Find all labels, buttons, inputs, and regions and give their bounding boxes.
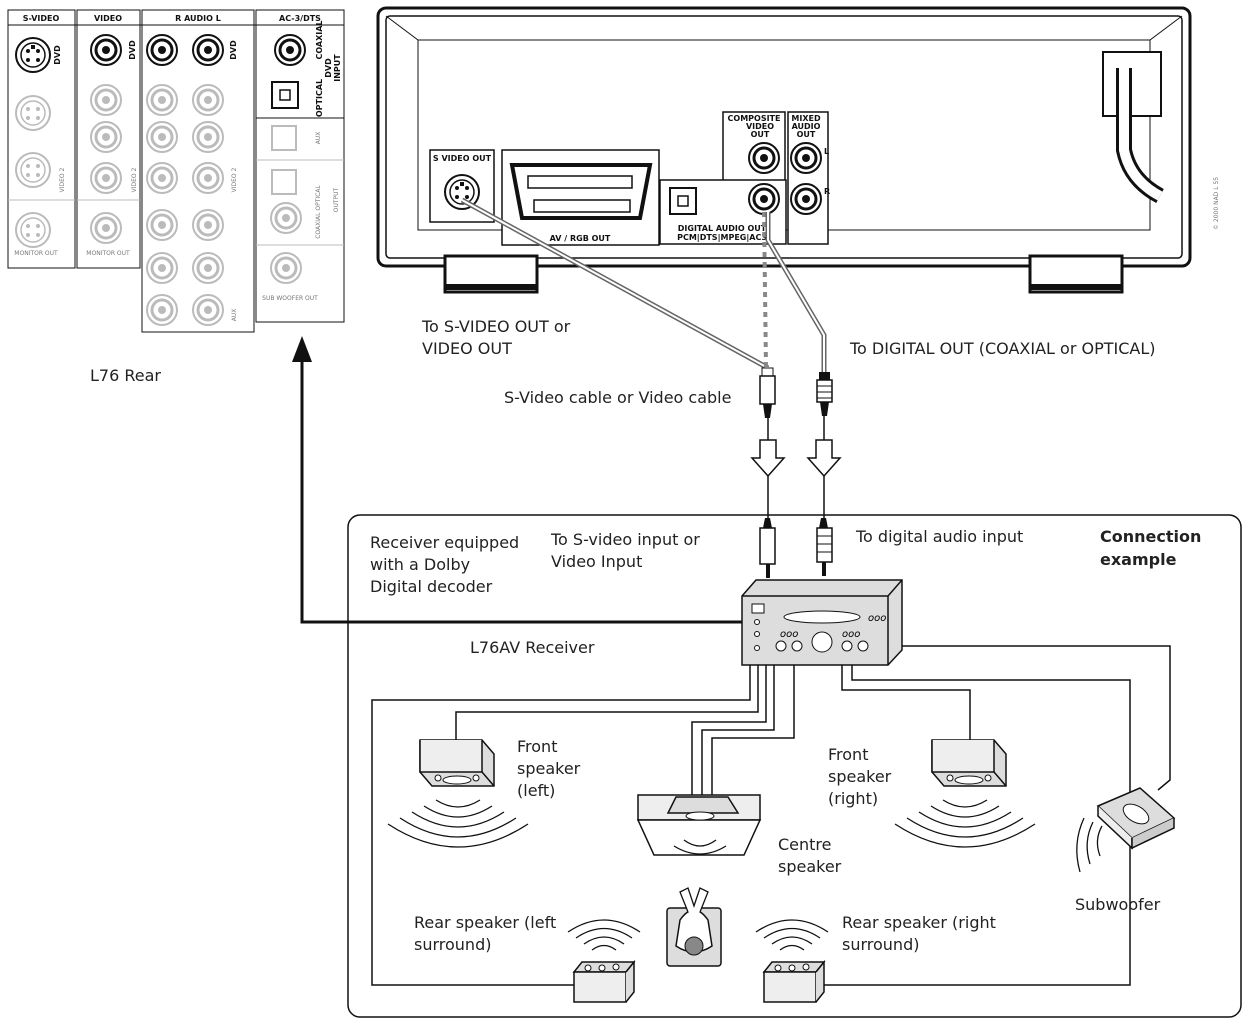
svg-text:ooo: ooo: [842, 629, 860, 640]
listener-icon: [666, 887, 722, 967]
coaxial-out-jack: [747, 182, 781, 216]
centre-label-2: speaker: [778, 857, 842, 876]
example-title-1: Connection: [1100, 527, 1201, 546]
rear-left-label-1: Rear speaker (left: [414, 913, 556, 932]
monitor-out-label-1: MONITOR OUT: [14, 250, 58, 257]
monitor-out-label-2: MONITOR OUT: [86, 250, 130, 257]
front-left-label-3: (left): [517, 781, 555, 800]
video-section-label: VIDEO: [94, 14, 122, 23]
digital-formats-label: PCM|DTS|MPEG|AC3: [677, 233, 767, 242]
mixed-label-3: OUT: [797, 130, 816, 139]
to-svideo-out-label-1: To S-VIDEO OUT or: [421, 317, 571, 336]
speaker-wires: [371, 645, 1171, 986]
l76-rear-panel: S-VIDEO VIDEO R AUDIO L AC-3/DTS DVD DVD…: [7, 9, 345, 333]
rear-right-label-2: surround): [842, 935, 919, 954]
dvd-input-label: DVD: [324, 58, 333, 78]
receiver-name: L76AV Receiver: [470, 638, 595, 657]
mixed-label-1: MIXED: [791, 114, 821, 123]
input-label: INPUT: [333, 54, 342, 82]
subwoofer-out-label: SUB WOOFER OUT: [262, 295, 318, 302]
audio-l-dvd-jack: [191, 33, 225, 67]
audio-r-dvd-jack: [145, 33, 179, 67]
ac3-section-label: AC-3/DTS: [279, 14, 321, 23]
front-right-label-2: speaker: [828, 767, 892, 786]
optical-label: OPTICAL: [315, 79, 324, 117]
output-label: OUTPUT: [333, 187, 340, 212]
front-left-label-1: Front: [517, 737, 557, 756]
video2-label-1: VIDEO 2: [59, 167, 66, 192]
video2-label-2: VIDEO 2: [131, 167, 138, 192]
coaxial-optical-label: COAXIAL OPTICAL: [315, 185, 322, 239]
s-video-out-label: S VIDEO OUT: [433, 154, 492, 163]
composite-label-1: COMPOSITE: [728, 114, 781, 123]
svideo-cable-label: S-Video cable or Video cable: [504, 388, 731, 407]
receiver-desc-2: with a Dolby: [370, 555, 470, 574]
example-title-2: example: [1100, 550, 1177, 569]
video-dvd-jack: [89, 33, 123, 67]
digital-audio-cable: [765, 212, 842, 576]
front-left-label-2: speaker: [517, 759, 581, 778]
coaxial-dvd-jack: [273, 33, 307, 67]
to-svideo-input-1: To S-video input or: [550, 530, 700, 549]
dvd-label-1: DVD: [53, 45, 62, 65]
audio-section-label: R AUDIO L: [175, 14, 221, 23]
centre-label-1: Centre: [778, 835, 832, 854]
dvd-label-2: DVD: [128, 40, 137, 60]
video2-label-3: VIDEO 2: [231, 167, 238, 192]
rear-right-speaker: [755, 919, 829, 1003]
front-left-speaker: [387, 739, 529, 848]
svg-text:ooo: ooo: [780, 629, 798, 640]
channel-r-label: R: [824, 187, 830, 196]
to-digital-input: To digital audio input: [855, 527, 1023, 546]
subwoofer-label: Subwoofer: [1075, 895, 1161, 914]
svideo-dvd-jack: [15, 37, 51, 73]
to-svideo-input-2: Video Input: [551, 552, 642, 571]
to-svideo-out-label-2: VIDEO OUT: [422, 339, 512, 358]
rear-left-speaker: [567, 919, 641, 1003]
rear-right-label-1: Rear speaker (right: [842, 913, 996, 932]
av-rgb-out-label: AV / RGB OUT: [550, 234, 611, 243]
composite-label-3: OUT: [751, 130, 770, 139]
l76-rear-caption: L76 Rear: [90, 366, 161, 385]
receiver-desc-3: Digital decoder: [370, 577, 493, 596]
centre-speaker: [636, 794, 762, 856]
optical-out-jack: [669, 187, 697, 215]
aux-label-1: AUX: [231, 309, 238, 322]
composite-label-2: VIDEO: [746, 122, 774, 131]
rear-left-label-2: surround): [414, 935, 491, 954]
connection-example-frame: [347, 514, 1242, 1018]
audio-l-jack: [789, 141, 823, 175]
svg-text:ooo: ooo: [868, 613, 886, 624]
front-right-label-1: Front: [828, 745, 868, 764]
front-right-speaker: [894, 739, 1036, 848]
svideo-section-label: S-VIDEO: [23, 14, 60, 23]
channel-l-label: L: [824, 147, 829, 156]
dvd-player: S VIDEO OUT AV / RGB OUT COMPOSITE VIDEO…: [376, 6, 1220, 294]
audio-r-jack: [789, 182, 823, 216]
receiver: ooo ooo ooo: [741, 579, 903, 666]
dvd-label-3: DVD: [229, 40, 238, 60]
aux-label-2: AUX: [315, 132, 322, 145]
digital-audio-out-label: DIGITAL AUDIO OUT: [678, 224, 767, 233]
coaxial-label: COAXIAL: [315, 20, 324, 59]
copyright-label: © 2000 NAD L 55: [1213, 177, 1220, 230]
mixed-label-2: AUDIO: [792, 122, 821, 131]
to-digital-out-label: To DIGITAL OUT (COAXIAL or OPTICAL): [849, 339, 1155, 358]
video-cable: [460, 197, 786, 578]
panel-connection-arrow: [292, 336, 742, 624]
composite-video-jack: [747, 141, 781, 175]
receiver-desc-1: Receiver equipped: [370, 533, 519, 552]
front-right-label-3: (right): [828, 789, 878, 808]
subwoofer: [1076, 787, 1176, 873]
